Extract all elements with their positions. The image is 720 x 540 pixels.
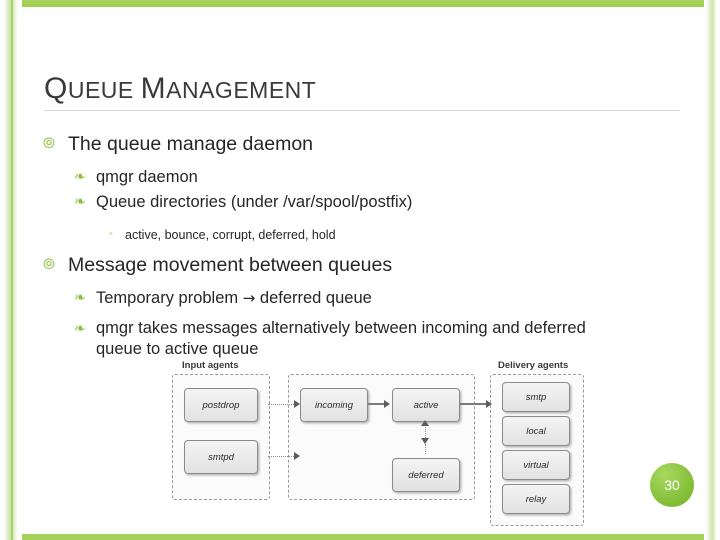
bullet-temporary-problem-post: deferred queue: [255, 289, 372, 307]
postdrop-to-incoming-arrow: [294, 400, 300, 408]
title-divider: [44, 110, 680, 111]
sub-bullet-marker-icon: ❧: [74, 193, 86, 209]
smtp-box: smtp: [502, 382, 570, 412]
incoming-box: incoming: [300, 388, 368, 422]
slide-title-m: M: [140, 72, 167, 105]
slide-title-ueue: UEUE: [67, 77, 134, 103]
active-to-deferred-arrow: [421, 438, 429, 444]
slide-title-q: Q: [44, 72, 68, 105]
postfix-queue-diagram: Input agents postdrop smtpd incoming act…: [168, 360, 588, 530]
left-decorative-bar: [0, 0, 22, 540]
bullet-qmgr-alternation-label: qmgr takes messages alternatively betwee…: [96, 319, 586, 358]
bullet-message-movement-label: Message movement between queues: [68, 254, 393, 276]
top-accent-bar: [0, 0, 720, 7]
bullet-queue-dir-list-label: active, bounce, corrupt, deferred, hold: [125, 228, 336, 242]
smtpd-box: smtpd: [184, 440, 258, 474]
smtpd-to-incoming-arrow: [294, 452, 300, 460]
bullet-queue-manage-daemon: ⦾ The queue manage daemon: [43, 133, 314, 156]
delivery-agents-label: Delivery agents: [498, 360, 569, 371]
active-to-deferred-line: [425, 424, 426, 438]
sub-bullet-marker-icon: ❧: [74, 168, 86, 184]
left-stripe-line: [11, 0, 13, 540]
deferred-to-active-arrow: [421, 420, 429, 426]
sub-sub-bullet-marker-icon: ◦: [109, 228, 113, 240]
sub-bullet-marker-icon: ❧: [74, 320, 86, 336]
active-box: active: [392, 388, 460, 422]
postdrop-box: postdrop: [184, 388, 258, 422]
deferred-box: deferred: [392, 458, 460, 492]
bullet-marker-icon: ⦾: [43, 135, 56, 152]
bottom-accent-bar: [0, 534, 720, 540]
active-to-delivery-line: [460, 403, 488, 405]
virtual-box: virtual: [502, 450, 570, 480]
right-decorative-bar: [704, 0, 720, 540]
relay-box: relay: [502, 484, 570, 514]
bullet-qmgr-daemon-label: qmgr daemon: [96, 168, 198, 186]
slide-title: QUEUE MANAGEMENT: [44, 72, 316, 106]
bullet-message-movement: ⦾ Message movement between queues: [43, 254, 393, 277]
bullet-qmgr-daemon: ❧ qmgr daemon: [74, 168, 198, 187]
bullet-temporary-problem-pre: Temporary problem: [96, 289, 243, 307]
bullet-queue-manage-daemon-label: The queue manage daemon: [68, 133, 314, 155]
slide-title-space: [134, 77, 141, 103]
bullet-temporary-problem: ❧ Temporary problem → deferred queue: [74, 289, 372, 308]
right-arrow-icon: →: [242, 289, 256, 307]
local-box: local: [502, 416, 570, 446]
bullet-queue-dir-list: ◦ active, bounce, corrupt, deferred, hol…: [109, 228, 336, 242]
smtpd-to-incoming-line: [268, 456, 294, 457]
incoming-to-active-arrow: [384, 400, 390, 408]
top-accent-bar-inner: [0, 0, 720, 4]
slide-title-anagement: ANAGEMENT: [166, 77, 317, 103]
bullet-queue-directories-label: Queue directories (under /var/spool/post…: [96, 193, 413, 211]
bullet-queue-directories: ❧ Queue directories (under /var/spool/po…: [74, 193, 413, 212]
sub-bullet-marker-icon: ❧: [74, 289, 86, 305]
incoming-to-active-line: [368, 403, 386, 405]
postdrop-to-incoming-line: [268, 404, 294, 405]
input-agents-label: Input agents: [182, 360, 239, 371]
bullet-marker-icon: ⦾: [43, 256, 56, 273]
deferred-to-active-line: [425, 444, 426, 454]
page-number-badge: 30: [650, 463, 694, 507]
right-stripe: [706, 0, 717, 540]
bullet-qmgr-alternation: ❧ qmgr takes messages alternatively betw…: [74, 318, 636, 360]
active-to-delivery-arrow: [486, 400, 492, 408]
